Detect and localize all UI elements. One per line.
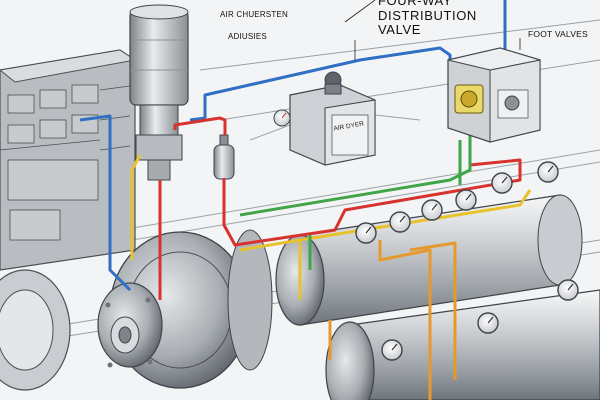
compressor-assembly <box>97 229 273 389</box>
pressure-gauges <box>355 161 579 361</box>
green-air-line <box>239 130 472 270</box>
distribution-valve-box <box>273 71 376 166</box>
orange-air-line <box>328 240 457 400</box>
pressure-gauge-7 <box>557 279 579 301</box>
pressure-gauge-6 <box>537 161 559 183</box>
pressure-gauge-4 <box>455 189 477 211</box>
air-tank-lower <box>325 289 600 400</box>
pressure-gauge-9 <box>381 339 403 361</box>
pressure-gauge-2 <box>389 211 411 233</box>
pressure-gauge-1 <box>355 222 377 244</box>
callout-adiusies: ADIUSIES <box>228 32 267 41</box>
air-dryer-cylinder <box>129 4 189 181</box>
callout-air-chuersten: AIR CHUERSTEN <box>220 10 288 19</box>
callout-four-way-line2: DISTRIBUTION <box>378 8 477 23</box>
inline-filter <box>213 134 235 180</box>
callout-four-way-line3: VALVE <box>378 22 421 37</box>
callout-foot-valves: FOOT VALVES <box>528 29 588 39</box>
callout-leaders <box>344 0 521 60</box>
pressure-gauge-3 <box>421 199 443 221</box>
red-air-line <box>158 116 522 300</box>
pressure-gauge-5 <box>491 172 513 194</box>
foot-valve-assembly <box>447 47 541 143</box>
pressure-gauge-8 <box>477 312 499 334</box>
callout-four-way-line1: FOUR-WAY <box>378 0 453 8</box>
engine-block <box>0 49 137 391</box>
